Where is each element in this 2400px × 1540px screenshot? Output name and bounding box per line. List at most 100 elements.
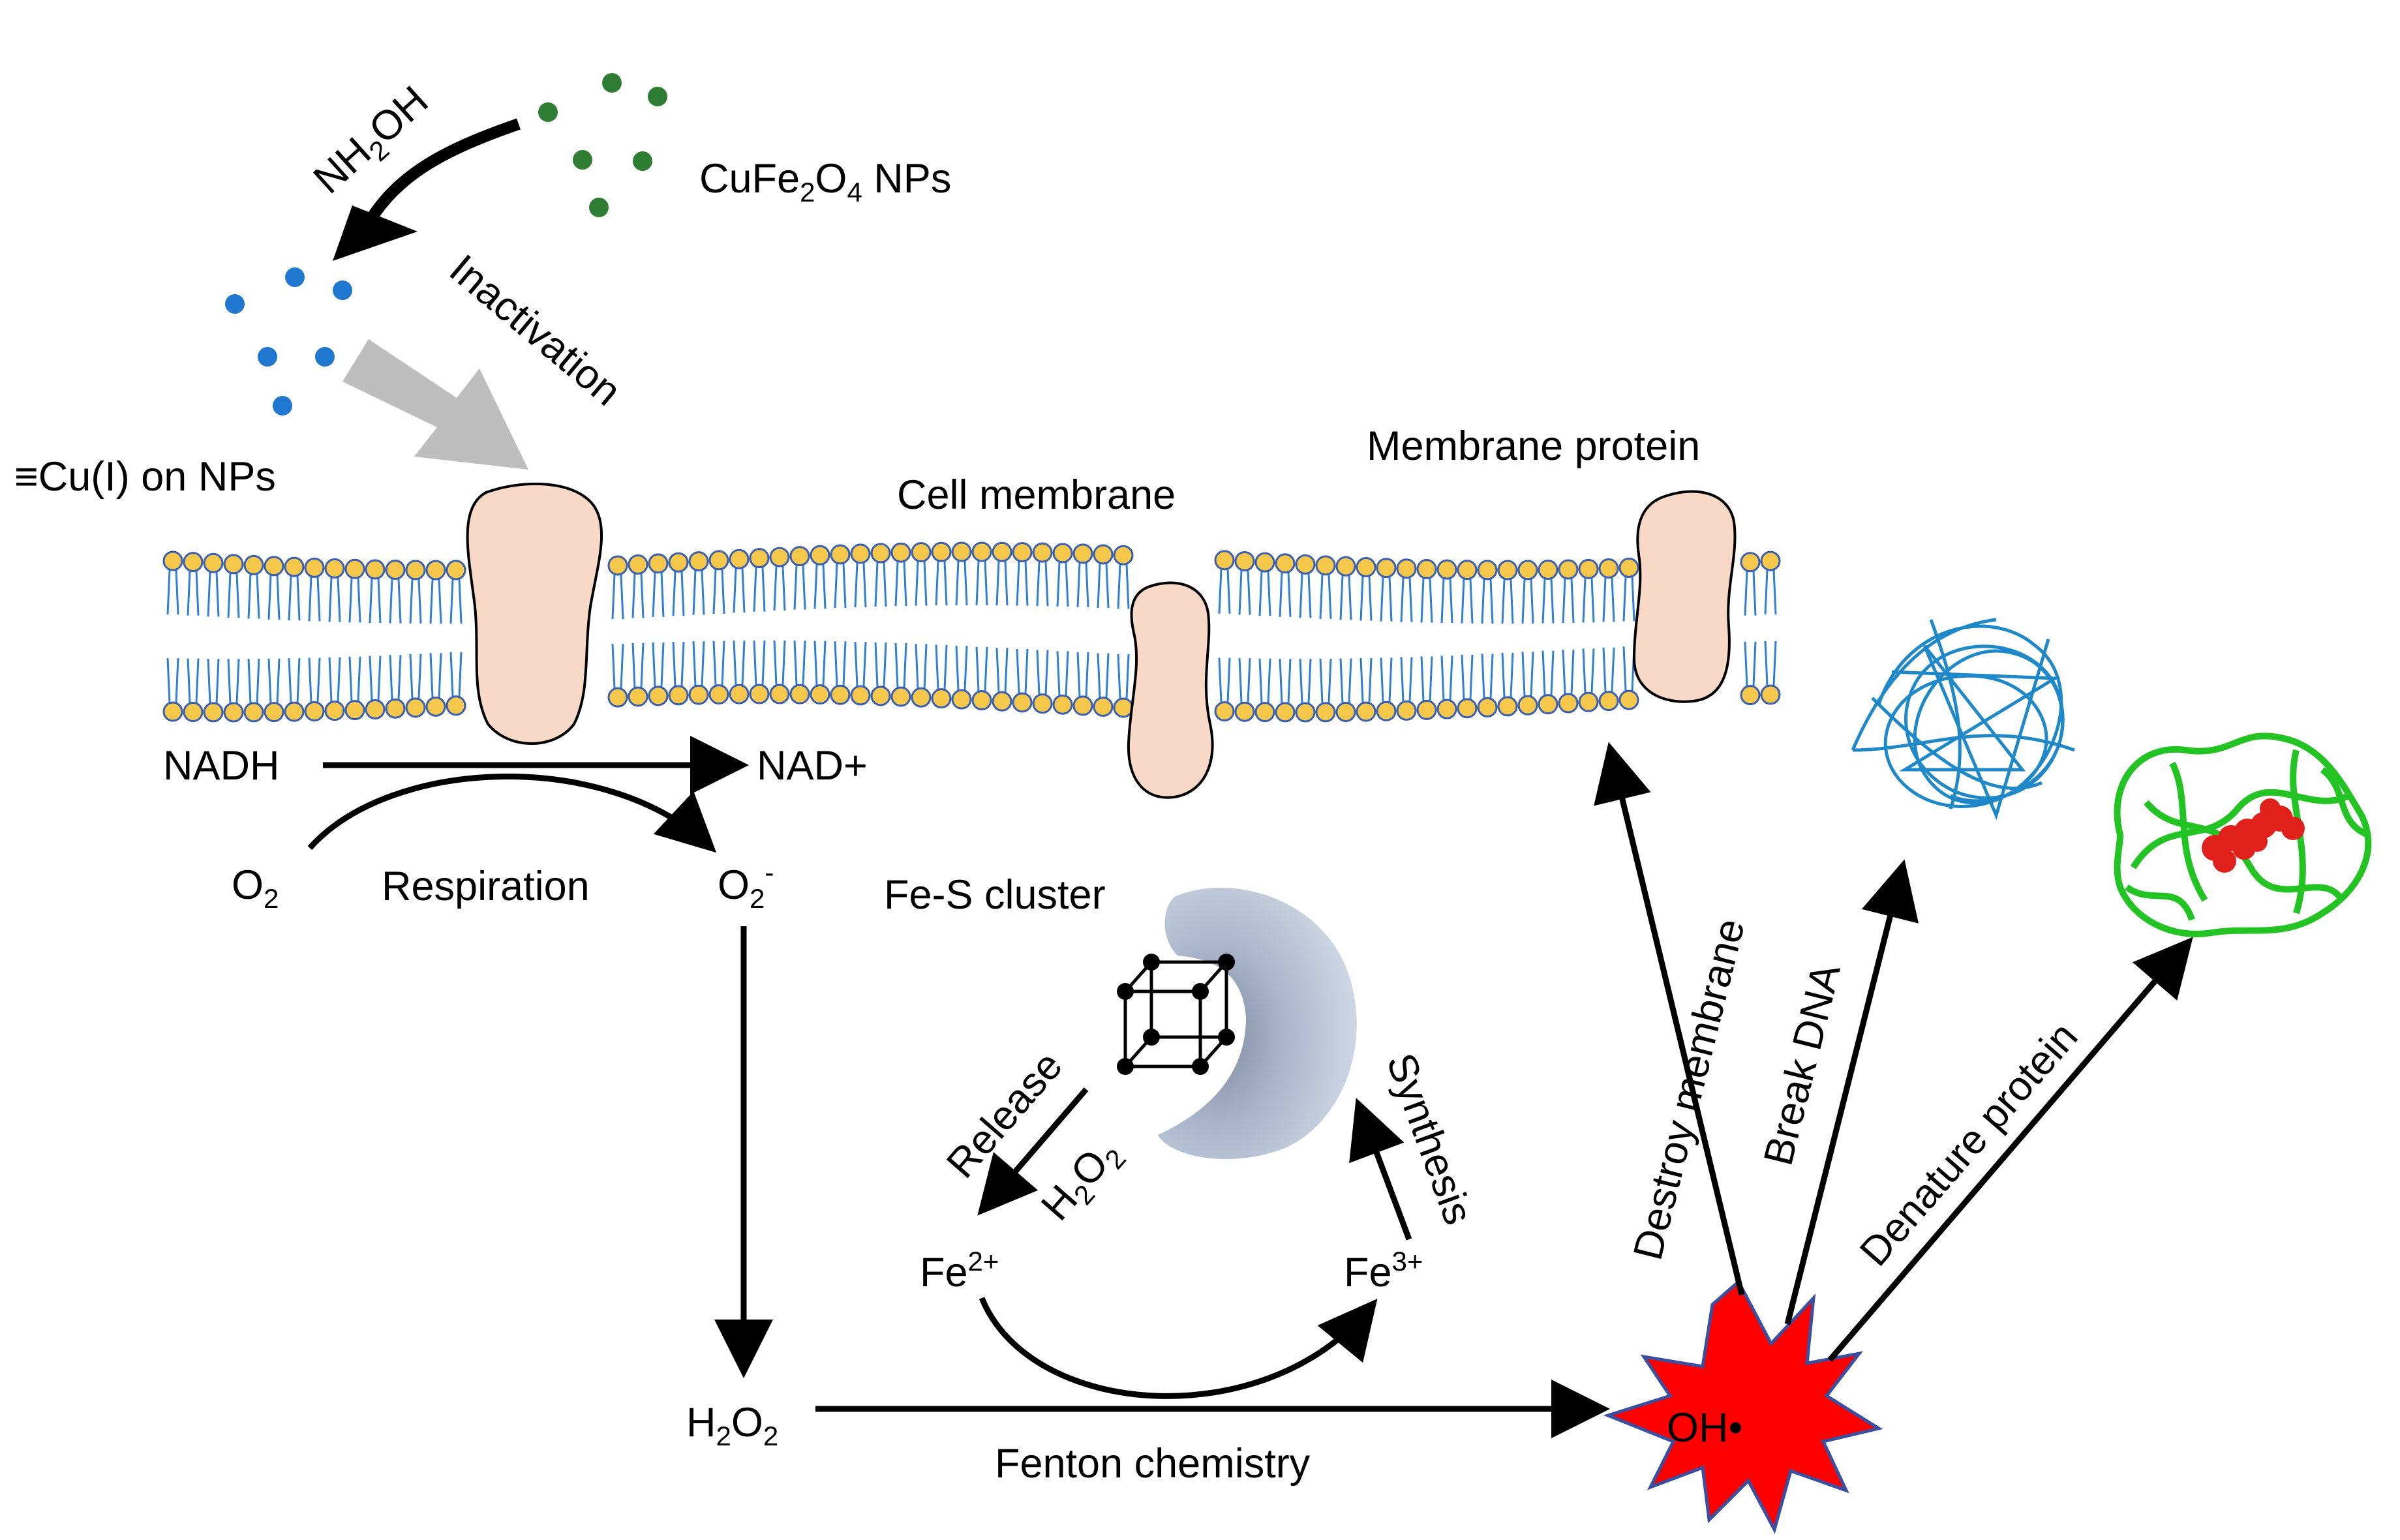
- lipid-head: [1760, 551, 1781, 571]
- lipid-head: [223, 554, 244, 575]
- lipid-head: [708, 550, 729, 571]
- lipid-head: [648, 553, 669, 574]
- lipid-tail: [1218, 657, 1231, 702]
- lipid-head: [1275, 553, 1296, 574]
- release-label: Release: [938, 1043, 1071, 1186]
- lipid-head: [304, 701, 325, 722]
- lipid-tail: [773, 566, 786, 611]
- lipid-head: [951, 541, 972, 562]
- lipid-head: [729, 684, 750, 704]
- lipid-head: [688, 551, 709, 572]
- lipid-tail: [1562, 578, 1575, 624]
- lipid-head: [992, 691, 1012, 712]
- lipid-head: [1396, 558, 1417, 579]
- lipid-head: [931, 541, 952, 562]
- lipid-head: [789, 546, 810, 567]
- lipid-head: [304, 557, 325, 578]
- lipid-tail: [672, 641, 685, 686]
- lipid-head: [1740, 685, 1761, 706]
- lipid-head: [1457, 560, 1478, 581]
- lipid-head: [1032, 542, 1053, 563]
- lipid-tail: [1542, 650, 1555, 695]
- lipid-head: [1497, 560, 1518, 581]
- lipid-tail: [1420, 578, 1433, 623]
- lipid-head: [324, 701, 345, 721]
- lipid-tail: [207, 572, 220, 617]
- lipid-tail: [733, 641, 746, 686]
- lipid-tail: [652, 572, 665, 617]
- lipid-head: [688, 684, 709, 705]
- lipid-head: [971, 541, 992, 562]
- lipid-tail: [1097, 563, 1110, 609]
- cu-i-on-nps-label: ≡Cu(I) on NPs: [14, 454, 276, 500]
- lipid-head: [203, 702, 224, 723]
- lipid-tail: [1521, 579, 1534, 624]
- lipid-tail: [894, 642, 907, 688]
- lipid-tail: [854, 562, 867, 607]
- lipid-tail: [166, 569, 179, 615]
- lipid-tail: [1582, 648, 1595, 693]
- ligand-icon: [2202, 798, 2305, 873]
- lipid-head: [1618, 689, 1639, 710]
- lipid-head: [1477, 697, 1498, 717]
- lipid-head: [1335, 702, 1356, 723]
- lipid-head: [1740, 552, 1761, 573]
- lipid-head: [446, 560, 466, 581]
- lipid-tail: [1400, 577, 1413, 622]
- lipid-head: [830, 684, 851, 705]
- lipid-tail: [267, 575, 281, 620]
- lipid-tail: [1036, 562, 1049, 607]
- lipid-tail: [955, 646, 968, 691]
- lipid-tail: [1036, 650, 1049, 695]
- lipid-tail: [1056, 562, 1069, 607]
- lipid-tail: [1279, 658, 1292, 704]
- lipid-tail: [793, 565, 806, 610]
- lipid-head: [850, 543, 871, 564]
- lipid-tail: [1339, 658, 1352, 703]
- lipid-tail: [874, 562, 887, 607]
- lipid-head: [264, 556, 284, 577]
- lipid-tail: [1076, 562, 1089, 607]
- lipid-tail: [692, 641, 705, 686]
- lipid-head: [183, 702, 204, 723]
- lipid-tail: [1400, 657, 1413, 702]
- lipid-tail: [328, 577, 341, 622]
- lipid-head: [628, 554, 648, 575]
- lipid-tail: [348, 656, 361, 701]
- lipid-head: [971, 690, 992, 711]
- lipid-head: [1214, 550, 1235, 571]
- lipid-tail: [1359, 657, 1373, 703]
- fe3-label: Fe3+: [1344, 1246, 1423, 1295]
- lipid-head: [1113, 545, 1134, 566]
- lipid-tail: [1622, 646, 1635, 691]
- nh2oh-reduction-arrow: [356, 118, 521, 238]
- synthesis-arrow: [1349, 1098, 1412, 1241]
- lipid-tail: [1097, 653, 1110, 698]
- lipid-tail: [389, 579, 402, 624]
- lipid-tail: [1440, 656, 1453, 701]
- lipid-tail: [834, 563, 847, 609]
- lipid-tail: [207, 658, 220, 703]
- lipid-tail: [1602, 647, 1615, 692]
- lipid-head: [264, 702, 284, 723]
- lipid-head: [911, 542, 932, 563]
- lipid-tail: [1440, 579, 1453, 624]
- lipid-head: [223, 702, 244, 723]
- lipid-tail: [1461, 579, 1474, 624]
- lipid-head: [344, 700, 365, 721]
- lipid-tail: [975, 646, 988, 691]
- lipid-head: [1517, 695, 1538, 716]
- lipid-head: [1093, 696, 1114, 717]
- lipid-head: [1436, 699, 1457, 719]
- lipid-tail: [1238, 570, 1251, 615]
- lipid-head: [708, 684, 729, 705]
- lipid-tail: [247, 658, 260, 703]
- lipid-head: [183, 552, 204, 573]
- lipid-head: [365, 699, 386, 720]
- lipid-tail: [369, 656, 382, 701]
- lipid-tail: [1521, 652, 1534, 697]
- lipid-head: [992, 541, 1012, 562]
- lipid-head: [1012, 692, 1033, 713]
- lipid-head: [243, 702, 264, 723]
- lipid-tail: [1420, 656, 1433, 701]
